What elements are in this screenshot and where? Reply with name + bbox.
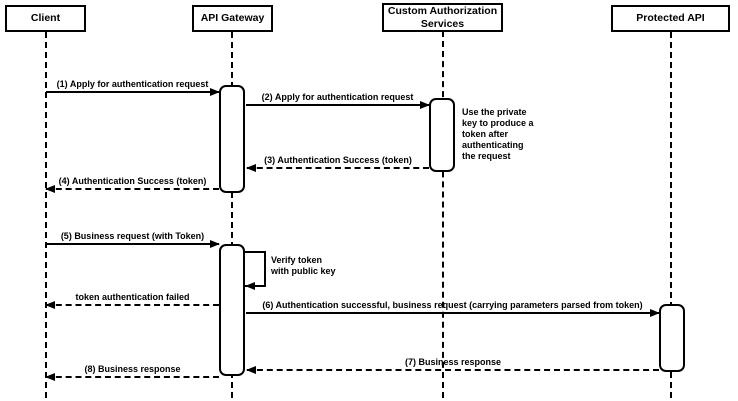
arrowhead-left	[245, 282, 255, 290]
participant-api-gateway: API Gateway	[192, 5, 273, 32]
lifeline-protected-api	[670, 32, 672, 398]
message-label: (3) Authentication Success (token)	[264, 155, 412, 165]
activation-api-gateway-1	[219, 85, 245, 193]
arrowhead-left	[246, 366, 256, 374]
self-message-top-line	[245, 251, 266, 253]
message-line	[246, 312, 659, 314]
message-8-business-response: (8) Business response	[45, 360, 219, 381]
message-token-authentication-failed: token authentication failed	[45, 288, 219, 309]
message-line	[246, 104, 429, 106]
activation-protected-api	[659, 304, 685, 372]
arrowhead-right	[420, 101, 430, 109]
message-4-authentication-success: (4) Authentication Success (token)	[45, 172, 219, 193]
self-message-side-line	[264, 251, 266, 287]
message-line	[46, 188, 219, 190]
message-1-apply-authentication: (1) Apply for authentication request	[46, 75, 220, 96]
message-label: (7) Business response	[404, 357, 502, 367]
message-label: (4) Authentication Success (token)	[58, 176, 207, 186]
message-label: (8) Business response	[84, 364, 181, 374]
message-6-authentication-successful-business-request: (6) Authentication successful, business …	[246, 296, 660, 317]
lifeline-custom-authorization-services	[442, 31, 444, 398]
participant-label: API Gateway	[200, 12, 265, 25]
participant-label: Client	[30, 12, 61, 25]
message-5-business-request: (5) Business request (with Token)	[46, 227, 220, 248]
message-label: (6) Authentication successful, business …	[262, 300, 643, 310]
arrowhead-left	[45, 185, 55, 193]
arrowhead-left	[45, 373, 55, 381]
message-label: (2) Apply for authentication request	[261, 92, 414, 102]
message-7-business-response: (7) Business response	[246, 353, 659, 374]
message-line	[46, 243, 219, 245]
participant-client: Client	[5, 5, 86, 32]
message-line	[46, 91, 219, 93]
participant-custom-authorization-services: Custom Authorization Services	[382, 3, 503, 32]
lifeline-client	[45, 32, 47, 398]
message-label: (5) Business request (with Token)	[60, 231, 205, 241]
arrowhead-left	[246, 164, 256, 172]
message-label: (1) Apply for authentication request	[56, 79, 209, 89]
arrowhead-left	[45, 301, 55, 309]
participant-protected-api: Protected API	[611, 5, 730, 32]
note-private-key: Use the private key to produce a token a…	[462, 107, 534, 161]
arrowhead-right	[650, 309, 660, 317]
lifeline-api-gateway	[231, 32, 233, 398]
message-line	[46, 304, 219, 306]
activation-custom-authorization-services	[429, 98, 455, 172]
self-message-bottom-line	[245, 285, 266, 287]
message-3-authentication-success: (3) Authentication Success (token)	[246, 151, 429, 172]
participant-label: Custom Authorization Services	[387, 4, 498, 30]
arrowhead-right	[210, 240, 220, 248]
message-label: token authentication failed	[75, 292, 190, 302]
message-line	[46, 376, 219, 378]
message-line	[247, 369, 659, 371]
message-2-apply-authentication: (2) Apply for authentication request	[246, 88, 430, 109]
self-message-label: Verify token with public key	[271, 255, 336, 276]
participant-label: Protected API	[636, 12, 705, 25]
message-line	[247, 167, 429, 169]
activation-api-gateway-2	[219, 244, 245, 376]
arrowhead-right	[210, 88, 220, 96]
